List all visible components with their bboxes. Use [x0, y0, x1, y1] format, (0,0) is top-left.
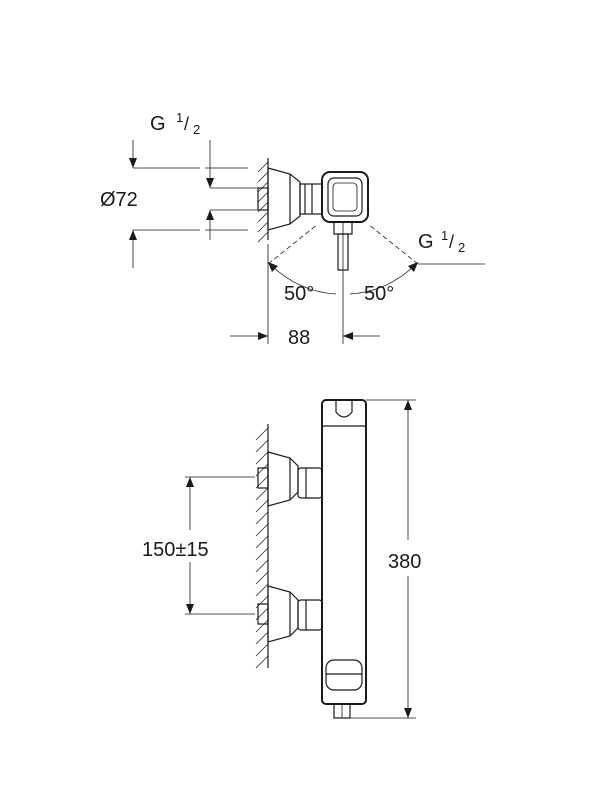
angle-left-label: 50°: [284, 283, 314, 305]
angle-arcs: [268, 262, 418, 295]
thread-top-label: G 1 / 2: [150, 110, 200, 137]
swivel-lines: [267, 223, 485, 265]
top-view: Ø72 G 1 / 2 50° 50° G 1 / 2: [100, 110, 485, 349]
top-handle: [321, 171, 369, 223]
thread-right-slash: /: [449, 232, 454, 252]
width-dimension: [230, 244, 380, 344]
diameter-label: Ø72: [100, 189, 138, 211]
thread-top-base: G: [150, 113, 166, 135]
spacing-label: 150±15: [142, 539, 209, 561]
diameter-dimension: [129, 140, 260, 268]
top-wall: [257, 158, 269, 243]
angle-right-label: 50°: [364, 283, 394, 305]
height-label: 380: [388, 551, 421, 573]
width-label: 88: [288, 327, 310, 349]
thermostat-body: [321, 399, 367, 719]
spacing-dimension: [185, 476, 255, 615]
thread-top-num: 1: [176, 110, 183, 125]
front-view: 150±15 380: [142, 399, 421, 719]
height-dimension: [350, 399, 416, 719]
front-union-lower: [257, 585, 323, 643]
thread-right-den: 2: [458, 240, 465, 255]
front-union-upper: [257, 451, 323, 507]
thread-top-slash: /: [184, 114, 189, 134]
thread-right-base: G: [418, 231, 434, 253]
top-outlet: [333, 221, 353, 300]
thread-right-num: 1: [441, 228, 448, 243]
thread-top-den: 2: [193, 122, 200, 137]
thread-right-label: G 1 / 2: [418, 228, 465, 255]
top-union: [257, 167, 323, 231]
front-wall: [255, 424, 269, 669]
